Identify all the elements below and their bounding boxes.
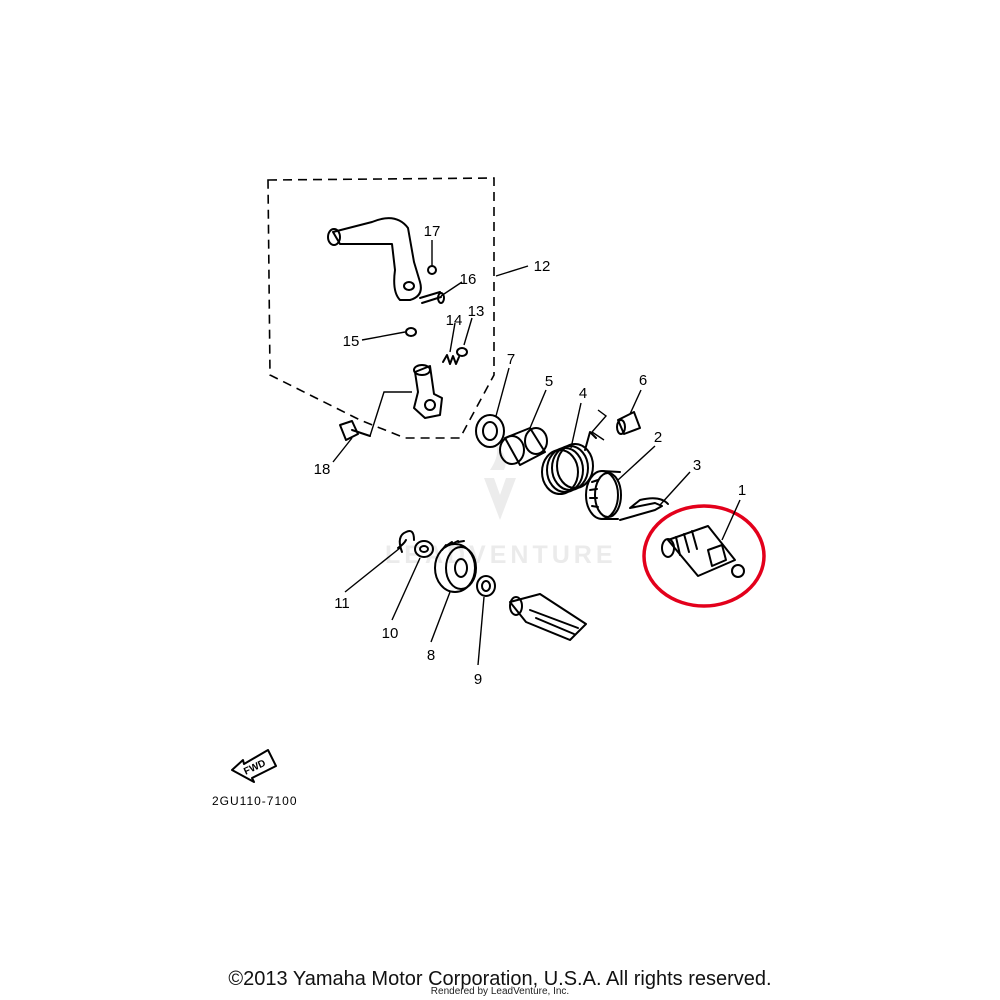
part-number-7: 7 [507, 351, 515, 368]
part-number-4: 4 [579, 385, 587, 402]
fwd-label: FWD [242, 758, 267, 778]
kick-lever-assembly-boundary [267, 177, 495, 439]
part-13-cap [456, 347, 468, 357]
part-number-6: 6 [639, 372, 647, 389]
part-17-nut [427, 265, 437, 275]
part-number-18: 18 [314, 461, 331, 478]
part-number-11: 11 [334, 595, 350, 612]
part-5-collar [499, 427, 548, 466]
part-number-2: 2 [654, 429, 662, 446]
part-18-bolt [339, 420, 371, 441]
part-numbers: 1 2 3 4 5 6 7 8 9 10 11 12 13 14 15 16 1… [314, 223, 747, 688]
part-number-14: 14 [446, 312, 463, 329]
fwd-arrow: FWD [231, 749, 277, 783]
highlight-circle [642, 504, 766, 608]
diagram-code: 2GU110-7100 [212, 794, 298, 808]
part-number-17: 17 [424, 223, 441, 240]
part-14-spring [442, 354, 460, 365]
part-number-10: 10 [382, 625, 399, 642]
kick-crank-lever [327, 217, 422, 301]
part-number-15: 15 [343, 333, 360, 350]
part-number-9: 9 [474, 671, 482, 688]
part-9-washer [476, 575, 496, 597]
rendered-by-credit: Rendered by LeadVenture, Inc. [430, 986, 570, 997]
part-3-clip [619, 497, 669, 521]
splined-shaft [509, 593, 587, 641]
part-number-12: 12 [534, 258, 551, 275]
part-15-ball [405, 327, 417, 337]
part-2-ratchet-wheel [585, 470, 622, 520]
part-11-circlip [397, 530, 415, 553]
part-10-washer [414, 540, 434, 558]
part-number-5: 5 [545, 373, 553, 390]
part-number-1: 1 [738, 482, 746, 499]
leader-lines [332, 240, 741, 666]
part-16-bolt [419, 291, 445, 304]
part-number-8: 8 [427, 647, 435, 664]
part-number-3: 3 [693, 457, 701, 474]
part-6-pin [616, 411, 641, 435]
copyright-notice: ©2013 Yamaha Motor Corporation, U.S.A. A… [228, 968, 772, 990]
part-7-bearing [475, 414, 505, 448]
part-4-torsion-spring [541, 409, 608, 495]
part-1-kick-shaft [661, 525, 745, 578]
kick-boss [413, 364, 443, 419]
part-number-13: 13 [468, 303, 485, 320]
part-number-16: 16 [460, 271, 477, 288]
part-8-kick-gear [434, 540, 477, 593]
